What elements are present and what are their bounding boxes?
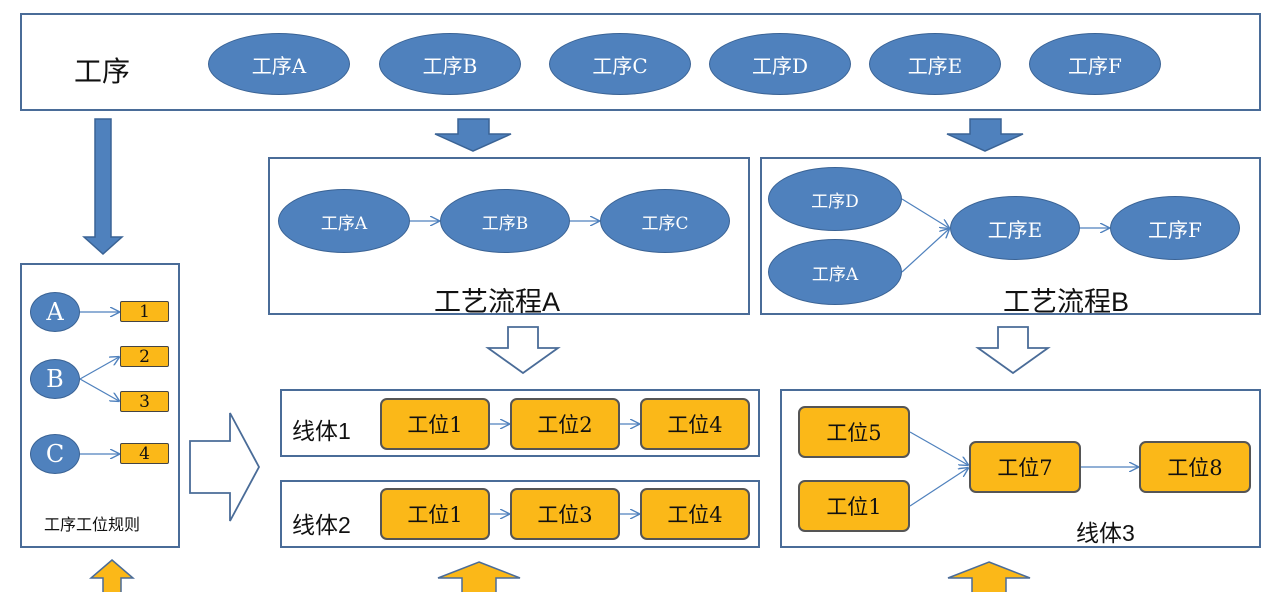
line1-station-2: 工位2 [510,398,620,450]
line1-station-1: 工位1 [380,398,490,450]
process-node-f: 工序F [1029,33,1161,95]
up-arrow-line3 [947,561,1031,592]
process-node-c: 工序C [549,33,691,95]
hollow-arrow-flow-b-to-line3 [975,326,1051,375]
flow-a-title: 工艺流程A [434,287,561,317]
rule-station-4: 4 [120,443,169,464]
rule-station-1: 1 [120,301,169,322]
flow-b-node-d: 工序D [768,167,902,231]
up-arrow-lines [437,561,521,592]
flow-a-node-2: 工序B [440,189,570,253]
flow-a-node-3: 工序C [600,189,730,253]
flow-b-node-f: 工序F [1110,196,1240,260]
line3-station-5: 工位5 [798,406,910,458]
rules-title: 工序工位规则 [44,515,141,534]
rule-station-3: 3 [120,391,169,412]
line2-label: 线体2 [292,512,351,538]
rule-process-a: A [30,292,80,332]
flow-a-node-1: 工序A [278,189,410,253]
up-arrow-rules [88,559,136,592]
line1-label: 线体1 [292,418,351,444]
line2-station-3: 工位4 [640,488,750,540]
down-arrow-to-flow-b [946,118,1024,152]
flow-b-title: 工艺流程B [1003,287,1130,317]
process-node-d: 工序D [709,33,851,95]
flow-b-node-e: 工序E [950,196,1080,260]
line3-station-1: 工位1 [798,480,910,532]
rule-process-c: C [30,434,80,474]
hollow-arrow-flow-a-to-lines [485,326,561,375]
down-arrow-to-flow-a [434,118,512,152]
line3-label: 线体3 [1076,520,1135,546]
line1-station-3: 工位4 [640,398,750,450]
line3-station-7: 工位7 [969,441,1081,493]
process-list-title: 工序 [74,55,131,88]
process-node-a: 工序A [208,33,350,95]
line2-station-1: 工位1 [380,488,490,540]
process-node-e: 工序E [869,33,1001,95]
rule-station-2: 2 [120,346,169,367]
line3-station-8: 工位8 [1139,441,1251,493]
process-node-b: 工序B [379,33,521,95]
hollow-arrow-rules-to-lines [189,412,261,522]
rule-process-b: B [30,359,80,399]
down-arrow-to-rules [82,118,124,256]
flow-b-node-a: 工序A [768,239,902,305]
line2-station-2: 工位3 [510,488,620,540]
